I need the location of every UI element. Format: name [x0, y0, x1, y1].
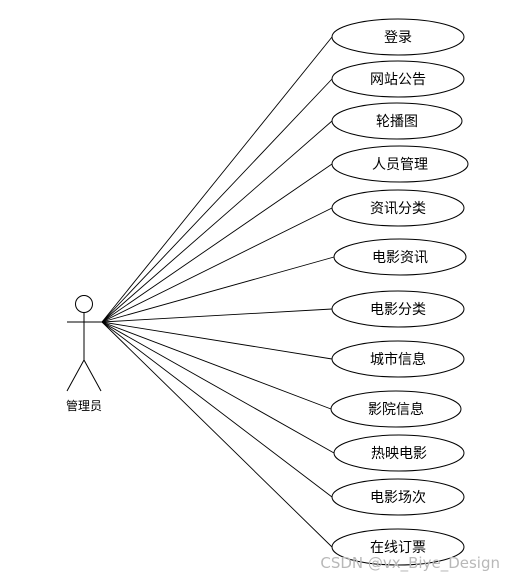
use-case-ellipse [333, 238, 467, 276]
use-case-ellipse [333, 434, 465, 472]
use-case: 人员管理 [331, 145, 469, 183]
use-case-label: 电影场次 [370, 490, 426, 506]
use-case-label: 城市信息 [370, 351, 426, 368]
actor-head [75, 295, 93, 313]
association-line [101, 321, 332, 410]
use-case-ellipse [331, 18, 465, 56]
use-case-label: 热映电影 [371, 446, 427, 462]
association-lines [101, 36, 335, 548]
association-line [101, 163, 333, 323]
use-case-ellipse [331, 145, 469, 183]
association-line [101, 36, 333, 323]
use-cases: 登录网站公告轮播图人员管理资讯分类电影资讯电影分类城市信息影院信息热映电影电影场… [330, 18, 469, 566]
use-case-ellipse [331, 340, 465, 378]
use-case-label: 网站公告 [370, 72, 426, 88]
association-line [101, 207, 333, 323]
use-case-label: 电影分类 [370, 302, 426, 318]
use-case: 网站公告 [331, 60, 465, 98]
use-case: 影院信息 [330, 390, 462, 428]
use-case: 轮播图 [331, 102, 463, 140]
use-case-ellipse [331, 528, 465, 566]
use-case-label: 影院信息 [368, 401, 424, 418]
use-case: 热映电影 [333, 434, 465, 472]
actor: 管理员 [66, 295, 102, 413]
actor-right-leg [83, 359, 102, 392]
use-case-ellipse [330, 390, 462, 428]
association-line [101, 78, 333, 323]
use-case: 在线订票 [331, 528, 465, 566]
use-case-label: 在线订票 [370, 540, 426, 556]
use-case-ellipse [331, 102, 463, 140]
use-case: 城市信息 [331, 340, 465, 378]
use-case-ellipse [331, 290, 465, 328]
use-case: 登录 [331, 18, 465, 56]
use-case: 电影场次 [331, 478, 465, 516]
use-case-label: 电影资讯 [372, 250, 428, 266]
association-line [101, 321, 333, 498]
use-case: 电影分类 [331, 290, 465, 328]
use-case-label: 登录 [384, 30, 412, 46]
use-case: 资讯分类 [331, 189, 465, 227]
watermark: CSDN @vx_Biye_Design [320, 554, 500, 572]
association-line [101, 120, 333, 323]
association-line [101, 321, 335, 454]
association-line [101, 308, 333, 323]
association-line [101, 256, 335, 323]
use-case-ellipse [331, 60, 465, 98]
use-case-ellipse [331, 478, 465, 516]
association-line [101, 321, 333, 548]
actor-label: 管理员 [66, 398, 102, 413]
actor-left-leg [66, 359, 85, 392]
use-case-label: 轮播图 [376, 114, 418, 130]
use-case-ellipse [331, 189, 465, 227]
use-case-label: 资讯分类 [370, 201, 426, 217]
use-case-label: 人员管理 [372, 157, 428, 173]
use-case: 电影资讯 [333, 238, 467, 276]
association-line [101, 321, 333, 360]
